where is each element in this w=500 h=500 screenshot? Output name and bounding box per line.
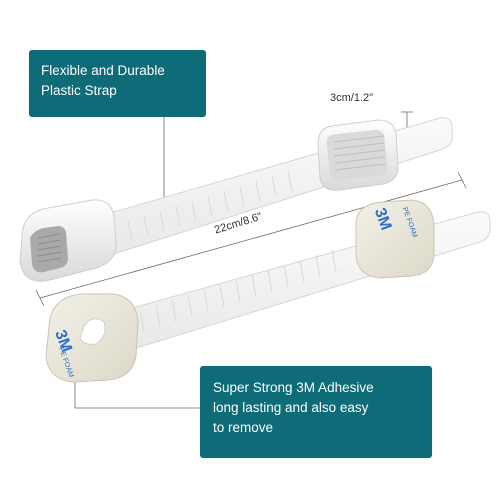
right-adhesive-pad: 3M PE FOAM [355, 199, 435, 279]
strap-callout-line-2: Plastic Strap [41, 83, 117, 98]
strap-callout: Flexible and Durable Plastic Strap [29, 50, 206, 117]
right-slider [317, 119, 399, 191]
adhesive-callout-line-2: long lasting and also easy [213, 400, 369, 415]
left-adhesive-pad: 3M PE FOAM [45, 293, 139, 383]
adhesive-callout-line-3: to remove [213, 420, 274, 435]
adhesive-callout-line-1: Super Strong 3M Adhesive [213, 380, 374, 395]
pad-brand-left: 3M [51, 328, 75, 355]
adhesive-callout: Super Strong 3M Adhesive long lasting an… [200, 366, 432, 458]
left-latch [19, 199, 117, 282]
strap-callout-line-1: Flexible and Durable [41, 63, 165, 78]
width-dimension-label: 3cm/1.2" [330, 92, 374, 104]
pad-brand-right: 3M [371, 206, 395, 233]
